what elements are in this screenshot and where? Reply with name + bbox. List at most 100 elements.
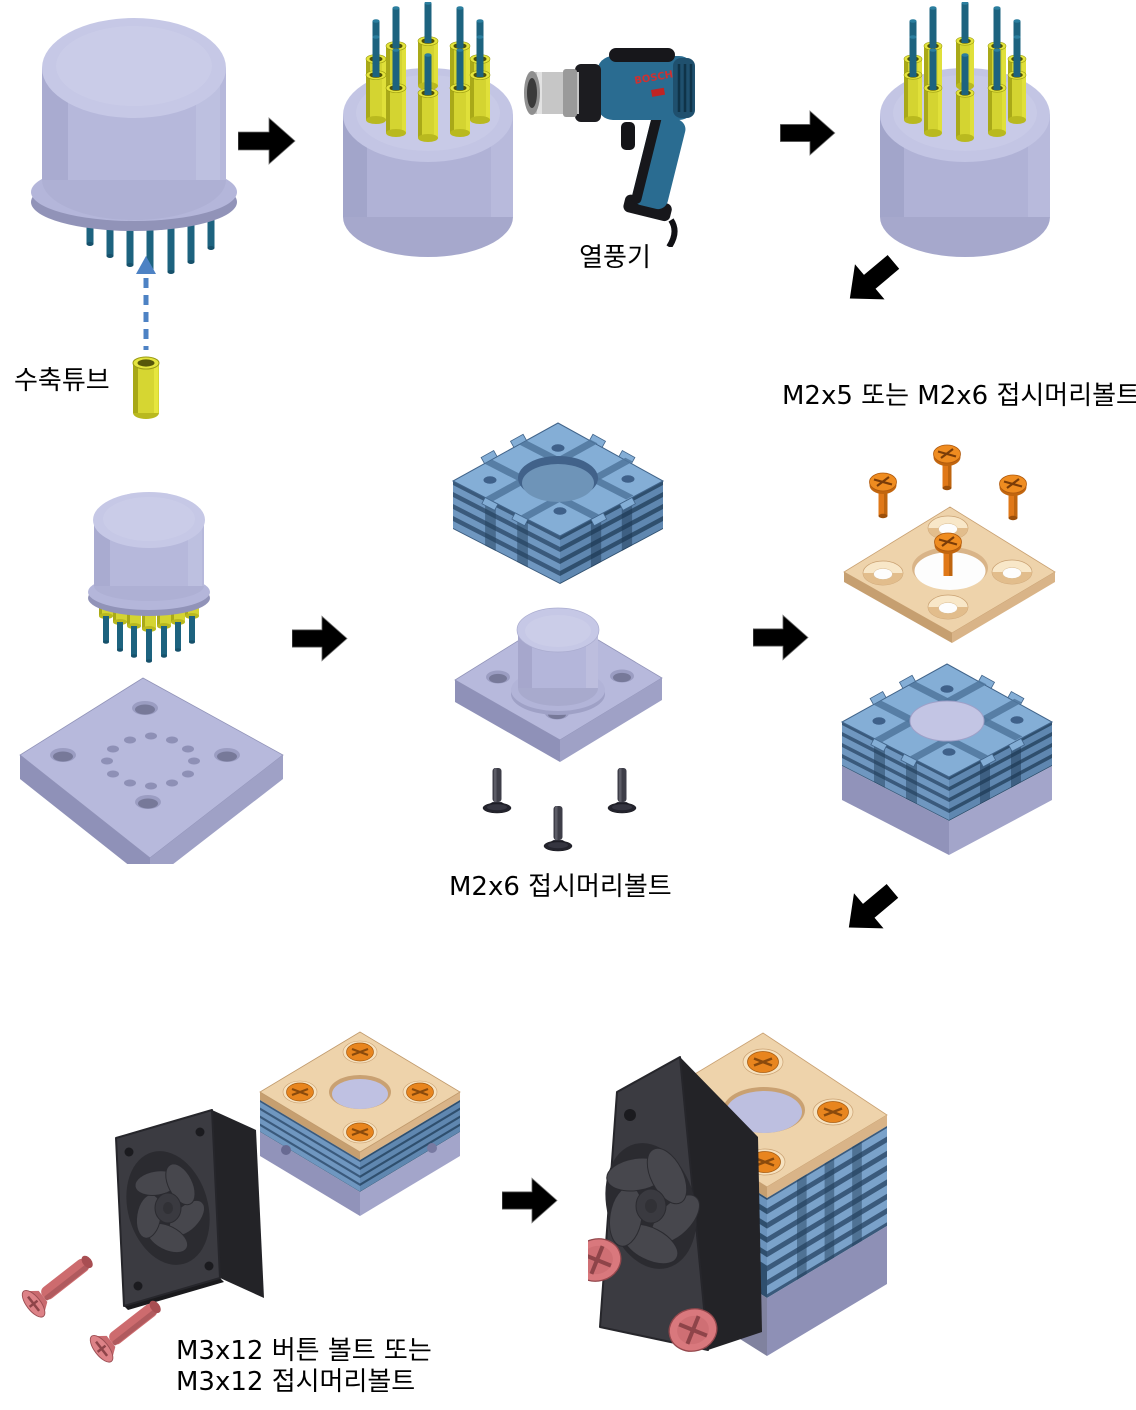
nozzle xyxy=(524,64,601,122)
fins-left-face xyxy=(842,722,949,821)
trigger xyxy=(621,122,635,150)
copper-edge-left xyxy=(260,1092,360,1160)
fins-left-face xyxy=(260,1100,360,1192)
heat-gun: BOSCH xyxy=(523,12,708,247)
flow-arrow-6 xyxy=(830,869,908,946)
copper-right-face xyxy=(952,572,1055,643)
fins-right-face xyxy=(949,722,1052,821)
shrink-tube-drawing xyxy=(132,356,160,419)
bolts-m3x12 xyxy=(18,1243,183,1368)
flow-arrow-7 xyxy=(501,1177,558,1228)
red-bolt xyxy=(21,1255,93,1318)
heat-gun-label: 열풍기 xyxy=(579,243,651,273)
heatsink-left-face xyxy=(453,481,560,584)
heatsink-exploded xyxy=(450,418,666,593)
plate-left-face xyxy=(20,755,150,864)
to-can-finished xyxy=(86,486,214,671)
down-left-arrow-icon xyxy=(849,254,900,300)
down-left-arrow-icon xyxy=(848,883,899,929)
fan-bottom-edge xyxy=(124,1278,224,1310)
bolt-step1-label: M2x5 또는 M2x6 접시머리볼트 xyxy=(782,381,1136,411)
mounted-can xyxy=(511,607,605,715)
to-can-bare-drawing xyxy=(31,18,237,274)
plate-right-face xyxy=(560,678,662,762)
base-right-face xyxy=(360,1132,460,1216)
sleeved-pins xyxy=(365,2,491,142)
cooling-fan xyxy=(112,1100,272,1332)
base-right-face xyxy=(767,1226,887,1356)
countersunk-bolt xyxy=(607,768,637,814)
orange-screw xyxy=(933,444,961,491)
central-hole xyxy=(723,1087,805,1133)
base-left-face xyxy=(842,766,949,855)
copper-plate-exploded xyxy=(838,436,1060,648)
heatsink-right-face xyxy=(560,481,663,584)
to-can-sleeves-drawing xyxy=(880,2,1050,257)
base-plate-drawing xyxy=(19,677,284,864)
corner-holes xyxy=(50,701,240,809)
to-can-bare xyxy=(28,4,240,284)
base-plate xyxy=(18,650,288,864)
heatsink-on-base-drawing xyxy=(840,663,1054,855)
heat-gun-drawing: BOSCH xyxy=(524,48,695,247)
to-can-sleeves-2 xyxy=(870,2,1060,264)
countersunk-bolt xyxy=(482,768,512,814)
heatsink-top-face xyxy=(840,663,1054,778)
installed-orange-heads xyxy=(742,1048,854,1176)
bolts-m2x6 xyxy=(460,753,640,858)
can-on-plate-drawing xyxy=(454,607,663,762)
to-can-sleeves-1 xyxy=(333,2,523,264)
bolts-m3x12-drawing xyxy=(21,1255,161,1363)
right-arrow-icon xyxy=(779,110,836,156)
plate-left-face xyxy=(455,680,560,762)
base-right-face xyxy=(949,766,1052,855)
orange-screw-center xyxy=(934,532,962,576)
bolts-m2x6-drawing xyxy=(482,768,637,852)
copper-edge-right xyxy=(767,1115,887,1198)
central-hole xyxy=(329,1075,391,1109)
fan-corner-hole xyxy=(624,1109,636,1121)
red-bolt-head xyxy=(668,1308,718,1352)
heatsink-copper-stack xyxy=(256,1022,464,1222)
right-arrow-icon xyxy=(752,614,809,661)
flow-arrow-5 xyxy=(752,614,809,665)
fan-side-face xyxy=(212,1110,264,1298)
can-top-visible xyxy=(909,700,985,742)
can-on-plate xyxy=(448,600,668,770)
right-arrow-icon xyxy=(501,1177,558,1224)
bolt-step3-line2: M3x12 접시머리볼트 xyxy=(176,1367,416,1397)
heatsink-on-base xyxy=(838,654,1060,862)
power-cord xyxy=(666,218,678,247)
red-bolt xyxy=(89,1300,161,1363)
flow-arrow-2 xyxy=(779,110,836,160)
bolt-step2-label: M2x6 접시머리볼트 xyxy=(449,872,672,902)
heat-gun-body: BOSCH xyxy=(597,48,695,120)
final-assembly xyxy=(588,1032,900,1372)
fan-side-face xyxy=(680,1057,762,1350)
dashed-up-arrow-icon xyxy=(136,256,156,350)
shrink-tube-label: 수축튜브 xyxy=(14,366,110,396)
heatsink-copper-stack-drawing xyxy=(259,1031,461,1216)
bolt-step3-label: M3x12 버튼 볼트 또는 M3x12 접시머리볼트 xyxy=(176,1336,432,1398)
to-can-finished-drawing xyxy=(88,492,210,663)
copper-edge-right xyxy=(360,1092,460,1160)
fan-blades xyxy=(606,1147,700,1265)
cooling-fan-drawing xyxy=(115,1109,264,1310)
fan-assembled xyxy=(599,1056,762,1351)
flow-arrow-1 xyxy=(237,117,296,169)
installed-orange-heads xyxy=(282,1040,438,1144)
to-can-sleeves-drawing xyxy=(343,2,513,257)
shrink-tube-piece xyxy=(130,354,162,422)
flow-arrow-4 xyxy=(291,615,348,666)
copper-plate-drawing xyxy=(843,444,1056,643)
orange-screw xyxy=(869,472,897,519)
heatsink-drawing xyxy=(451,422,665,584)
countersink-holes xyxy=(862,515,1033,620)
heat-gun-handle xyxy=(623,114,686,222)
copper-left-face xyxy=(844,572,952,643)
bolt-step3-line1: M3x12 버튼 볼트 또는 xyxy=(176,1336,432,1366)
can-body xyxy=(42,18,226,220)
heatsink-top-face xyxy=(451,422,665,537)
final-assembly-drawing xyxy=(588,1032,888,1356)
